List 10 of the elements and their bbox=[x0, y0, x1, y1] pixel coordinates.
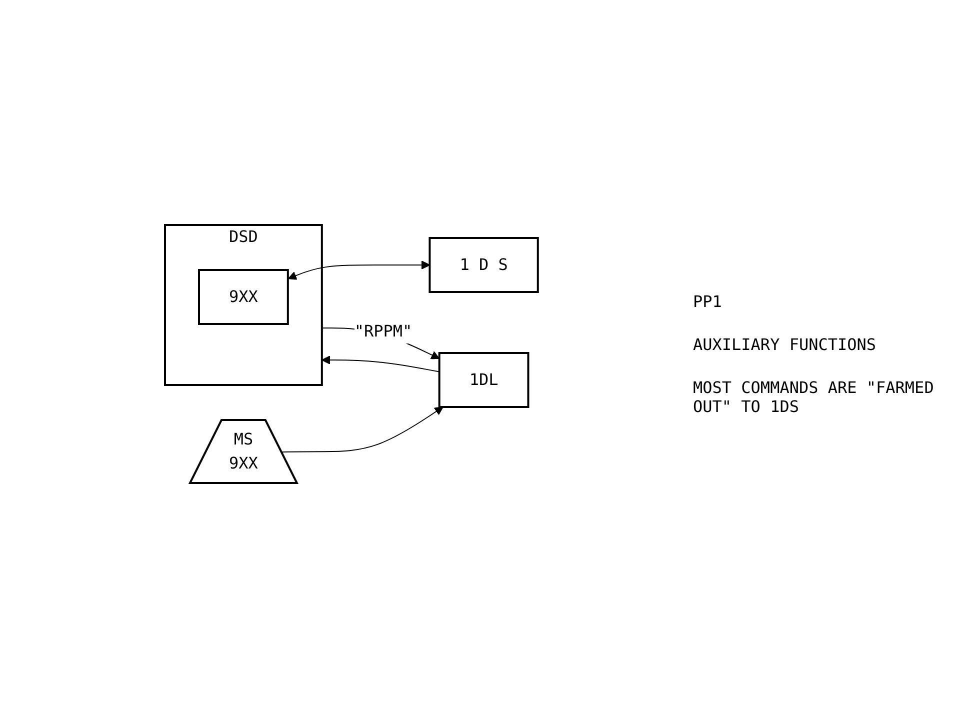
note-text: AUXILIARY FUNCTIONS bbox=[693, 334, 878, 354]
node-box: 9XX bbox=[198, 268, 289, 324]
arrow bbox=[288, 260, 430, 280]
note-text: PP1 bbox=[693, 292, 723, 310]
arrow bbox=[322, 355, 440, 372]
edge-label: "RPPM" bbox=[354, 321, 412, 340]
arrow bbox=[281, 406, 444, 452]
note-text: MOST COMMANDS ARE "FARMED OUT" TO 1DS bbox=[693, 378, 935, 416]
node-box: 1 D S bbox=[428, 236, 539, 292]
node-box: 1DL bbox=[438, 352, 530, 408]
